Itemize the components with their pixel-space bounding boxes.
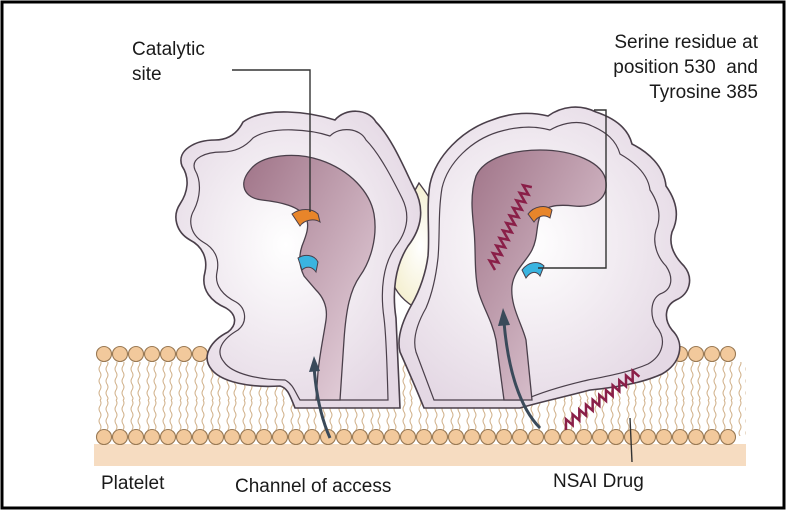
lipid-head — [561, 430, 576, 445]
lipid-head — [305, 430, 320, 445]
lipid-head — [449, 430, 464, 445]
lipid-head — [337, 430, 352, 445]
lipid-head — [177, 430, 192, 445]
lipid-head — [273, 430, 288, 445]
lipid-head — [545, 430, 560, 445]
channel-of-access-label: Channel of access — [235, 474, 391, 499]
catalytic-site-label: Catalytic site — [132, 37, 205, 87]
lipid-head — [113, 347, 128, 362]
lipid-head — [513, 430, 528, 445]
lipid-head — [641, 430, 656, 445]
lipid-head — [129, 430, 144, 445]
lipid-head — [193, 430, 208, 445]
lipid-head — [241, 430, 256, 445]
lipid-head — [689, 347, 704, 362]
lipid-head — [705, 430, 720, 445]
nsaid-drug-label: NSAI Drug — [553, 469, 644, 494]
lipid-head — [385, 430, 400, 445]
lipid-head — [353, 430, 368, 445]
lipid-head — [721, 430, 736, 445]
lipid-head — [529, 430, 544, 445]
lipid-head — [689, 430, 704, 445]
lipid-head — [369, 430, 384, 445]
lipid-head — [145, 347, 160, 362]
lipid-head — [657, 430, 672, 445]
lipid-head — [257, 430, 272, 445]
lipid-head — [609, 430, 624, 445]
lipid-head — [209, 430, 224, 445]
lipid-head — [193, 347, 208, 362]
lipid-head — [97, 430, 112, 445]
lipid-head — [497, 430, 512, 445]
lipid-head — [225, 430, 240, 445]
lipid-head — [481, 430, 496, 445]
lipid-head — [593, 430, 608, 445]
lipid-head — [177, 347, 192, 362]
lipid-head — [401, 430, 416, 445]
lipid-head — [161, 347, 176, 362]
lipid-head — [625, 430, 640, 445]
lipid-head — [673, 430, 688, 445]
lipid-head — [417, 430, 432, 445]
platelet-label: Platelet — [101, 471, 164, 496]
lipid-head — [113, 430, 128, 445]
serine-residue-label: Serine residue at position 530 and Tyros… — [613, 30, 758, 105]
lipid-head — [97, 347, 112, 362]
lipid-head — [129, 347, 144, 362]
lipid-head — [289, 430, 304, 445]
lipid-head — [705, 347, 720, 362]
lipid-head — [577, 430, 592, 445]
lipid-head — [161, 430, 176, 445]
lipid-head — [433, 430, 448, 445]
lipid-head — [145, 430, 160, 445]
lipid-head — [465, 430, 480, 445]
lipid-head — [721, 347, 736, 362]
